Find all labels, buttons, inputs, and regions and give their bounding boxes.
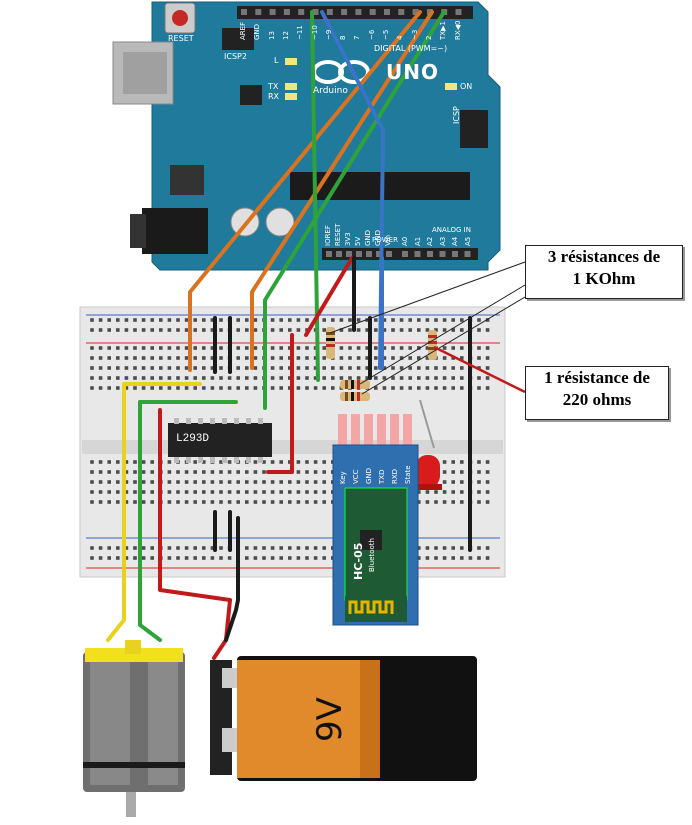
callout-resistors-1k: 3 résistances de 1 KOhm xyxy=(525,245,683,299)
digital-pin-label: ~3 xyxy=(410,29,419,40)
callout-leaders xyxy=(329,261,526,395)
hc05-label: HC-05 xyxy=(352,542,365,580)
analog-pin-label: A5 xyxy=(463,236,472,246)
digital-pin-label: 8 xyxy=(339,35,348,40)
9v-battery xyxy=(210,656,477,781)
bluetooth-pin-label: TXD xyxy=(378,469,386,484)
green-wire xyxy=(263,10,446,410)
bluetooth-pin-label: VCC xyxy=(352,469,360,484)
power-pin-label: 3V3 xyxy=(344,232,352,246)
wires xyxy=(106,10,472,660)
power-jack xyxy=(142,208,208,254)
bluetooth-label: Bluetooth xyxy=(368,538,376,572)
power-pin-label: RESET xyxy=(334,223,342,246)
digital-label: DIGITAL (PWM=~) xyxy=(374,44,448,53)
power-pin-label: 5V xyxy=(354,236,362,246)
power-pin-label: GND xyxy=(364,229,372,246)
reset-label: RESET xyxy=(168,34,194,43)
digital-pin-label: RX◀0 xyxy=(453,20,462,41)
battery-label: 9V xyxy=(310,697,350,742)
analog-label: ANALOG IN xyxy=(432,226,471,234)
orange-wire xyxy=(188,10,422,372)
analog-pin-label: A4 xyxy=(451,236,459,246)
l293d-label: L293D xyxy=(176,433,210,445)
yellow-wire xyxy=(106,382,202,642)
digital-pin-label: ~9 xyxy=(324,29,333,40)
power-label: POWER xyxy=(372,236,398,244)
digital-pin-label: ~10 xyxy=(310,25,319,40)
digital-pin-label: 13 xyxy=(267,31,276,40)
l293d-chip xyxy=(168,418,272,463)
icsp-header xyxy=(460,110,488,148)
resistor-1k xyxy=(340,392,370,401)
red-led xyxy=(414,399,442,490)
analog-pin-label: A1 xyxy=(413,236,422,246)
led-on-label: ON xyxy=(460,82,473,91)
arduino-brand-label: Arduino xyxy=(313,86,348,96)
resistor-220 xyxy=(428,330,437,360)
arduino-uno-board xyxy=(112,1,501,271)
led-tx-label: TX xyxy=(268,82,279,91)
digital-pin-label: 7 xyxy=(353,35,362,40)
digital-pin-label: TX▶1 xyxy=(439,21,448,40)
resistor-1k xyxy=(340,380,370,389)
callout-1k-line2: 1 KOhm xyxy=(572,269,636,288)
analog-pin-label: A3 xyxy=(438,236,447,246)
digital-pin-label: ~11 xyxy=(296,25,305,40)
callout-220-line2: 220 ohms xyxy=(562,390,632,409)
bluetooth-pin-label: Key xyxy=(339,471,347,484)
icsp2-header xyxy=(222,28,254,50)
icsp2-label: ICSP2 xyxy=(224,52,247,61)
digital-pin-label: 4 xyxy=(396,35,405,40)
red-wire xyxy=(158,408,232,660)
digital-pin-label: GND xyxy=(253,23,262,40)
icsp-label: ICSP xyxy=(452,106,461,124)
power-pin-label: IOREF xyxy=(324,225,332,246)
power-pin-label: Vin xyxy=(384,234,392,246)
bluetooth-pin-label: State xyxy=(404,465,412,484)
red-wire xyxy=(304,256,354,337)
atmega-chip xyxy=(290,172,470,200)
callout-220-line1: 1 résistance de xyxy=(544,368,650,387)
black-wire xyxy=(224,516,240,642)
digital-pin-label: 12 xyxy=(281,31,290,40)
capacitor xyxy=(265,207,295,237)
green-wire xyxy=(138,400,238,642)
analog-pin-label: A0 xyxy=(401,236,409,246)
led-l-label: L xyxy=(274,56,279,65)
digital-pin-label: ~5 xyxy=(382,29,390,40)
resistor-1k xyxy=(326,327,335,359)
led-rx-label: RX xyxy=(268,92,280,101)
power-pin-label: GND xyxy=(374,229,382,246)
digital-pin-label: 2 xyxy=(424,35,433,40)
bluetooth-pin-label: RXD xyxy=(391,468,399,484)
red-wire xyxy=(266,333,294,474)
digital-pin-label: AREF xyxy=(239,21,247,40)
callout-1k-line1: 3 résistances de xyxy=(547,247,661,266)
analog-pin-label: A2 xyxy=(426,236,434,246)
dc-motor xyxy=(83,640,185,817)
hc05-bluetooth-module xyxy=(332,414,419,626)
uno-label: UNO xyxy=(386,60,439,84)
bluetooth-pin-label: GND xyxy=(365,467,373,484)
callout-resistor-220: 1 résistance de 220 ohms xyxy=(525,366,669,420)
digital-pin-label: ~6 xyxy=(367,29,376,40)
